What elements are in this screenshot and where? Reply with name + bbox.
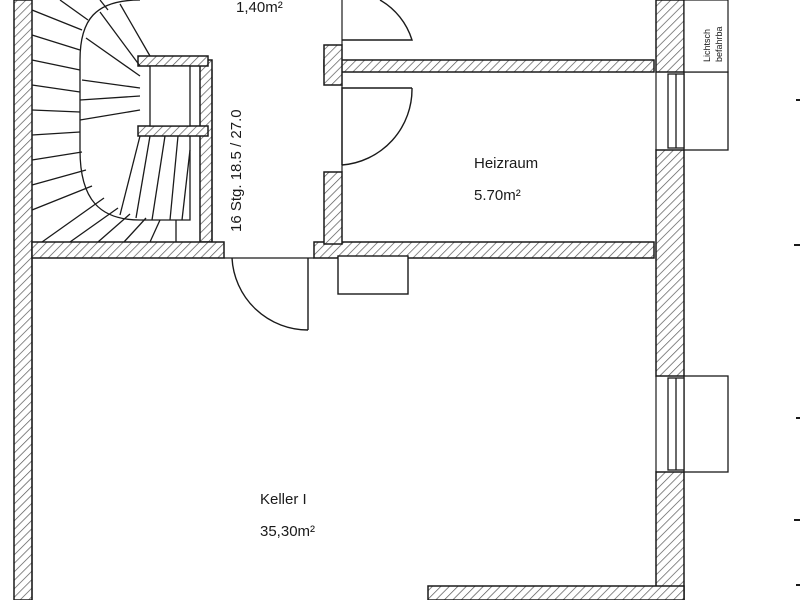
equipment-box bbox=[337, 255, 409, 295]
wall-stair-bottom bbox=[31, 241, 225, 259]
keller-area: 35,30m² bbox=[260, 523, 315, 540]
door-top bbox=[342, 0, 413, 41]
staircase bbox=[31, 0, 191, 243]
top-right-box bbox=[683, 0, 729, 73]
wall-stair-right bbox=[199, 59, 213, 243]
right-edge-marks bbox=[794, 99, 800, 586]
wall-right-outer-3 bbox=[655, 471, 685, 600]
wall-stair-core-top bbox=[137, 55, 209, 67]
wall-stair-core-bottom bbox=[137, 125, 209, 137]
window-light-well-1 bbox=[683, 71, 729, 151]
top-room-area: 1,40m² bbox=[236, 0, 283, 16]
vertical-note-line2: befahrba bbox=[714, 26, 724, 62]
wall-bottom-right bbox=[427, 585, 685, 600]
wall-heizraum-left-lower bbox=[323, 171, 343, 245]
vertical-note-line1: Lichtsch bbox=[702, 29, 712, 62]
walls bbox=[13, 0, 685, 600]
wall-heizraum-top bbox=[323, 59, 655, 73]
wall-right-outer-2 bbox=[655, 149, 685, 377]
wall-left-outer bbox=[13, 0, 33, 600]
wall-heizraum-bottom bbox=[313, 241, 655, 259]
keller-label: Keller I bbox=[260, 491, 307, 508]
doors bbox=[231, 0, 413, 331]
wall-heizraum-left-upper bbox=[323, 44, 343, 86]
thin-lines bbox=[31, 0, 657, 600]
heizraum-area: 5.70m² bbox=[474, 187, 521, 204]
windows bbox=[667, 71, 729, 473]
window-light-well-2 bbox=[683, 375, 729, 473]
door-heizraum bbox=[341, 87, 413, 166]
wall-right-outer-1 bbox=[655, 0, 685, 73]
door-keller bbox=[231, 257, 309, 331]
heizraum-label: Heizraum bbox=[474, 155, 538, 172]
stairs-spec: 16 Stg. 18.5 / 27.0 bbox=[228, 109, 245, 232]
